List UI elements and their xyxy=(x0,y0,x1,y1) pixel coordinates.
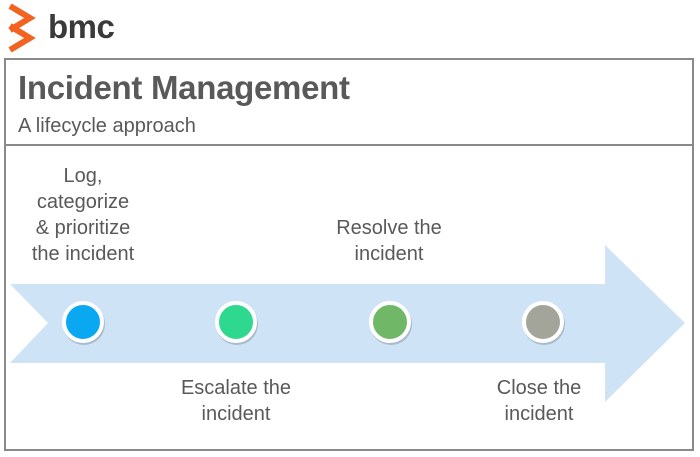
logo-text: bmc xyxy=(48,7,115,45)
step-dot-close xyxy=(522,301,564,343)
bmc-chevron-logo-icon xyxy=(8,4,36,52)
panel-header: Incident Management A lifecycle approach xyxy=(6,60,692,146)
page-title: Incident Management xyxy=(18,69,350,106)
step-label-close: Close the incident xyxy=(496,377,582,425)
bmc-logo: bmc xyxy=(4,4,115,52)
step-dot-resolve xyxy=(369,301,411,343)
step-dot-log xyxy=(62,301,104,343)
step-dot-escalate xyxy=(215,301,257,343)
step-label-escalate: Escalate the incident xyxy=(180,377,292,425)
lifecycle-panel: Incident Management A lifecycle approach xyxy=(4,58,694,451)
step-label-resolve: Resolve the incident xyxy=(336,217,442,265)
lifecycle-arrow xyxy=(10,245,685,402)
step-label-log: Log, categorize & prioritize the inciden… xyxy=(31,165,135,265)
page-subtitle: A lifecycle approach xyxy=(18,115,196,137)
